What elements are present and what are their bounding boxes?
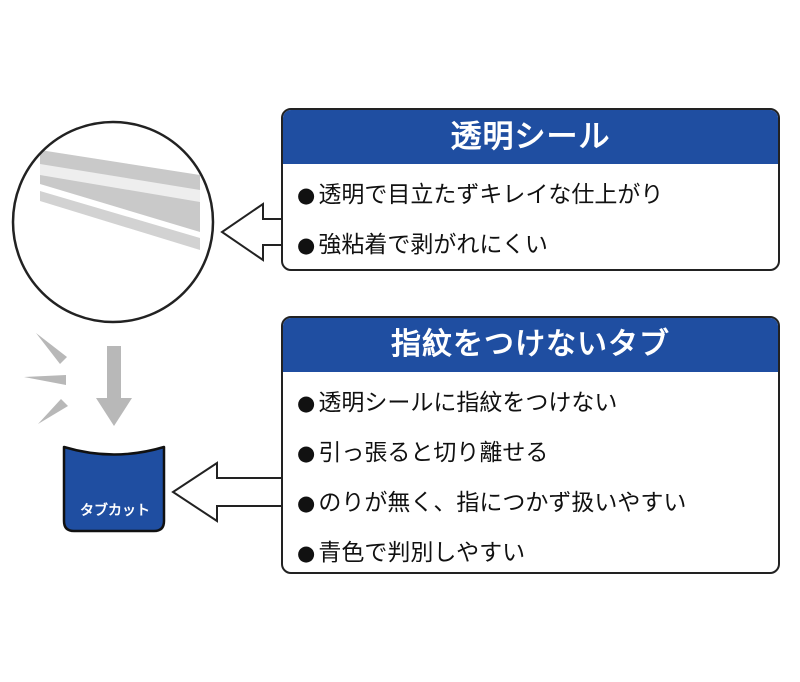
arrow-left-outline-icon-1 — [220, 202, 282, 262]
list-item-text: 透明で目立たずキレイな仕上がり — [318, 182, 664, 208]
panel-fingerprint-free-tab: 指紋をつけないタブ ●透明シールに指紋をつけない ●引っ張ると切り離せる ●のり… — [281, 316, 780, 574]
panel-title: 指紋をつけないタブ — [283, 318, 778, 372]
panel-title: 透明シール — [283, 110, 778, 164]
panel-transparent-sticker: 透明シール ●透明で目立たずキレイな仕上がり ●強粘着で剥がれにくい — [281, 108, 780, 271]
list-item-text: 透明シールに指紋をつけない — [318, 390, 618, 416]
bullet-icon: ● — [297, 441, 316, 465]
tab-cut-label: タブカット — [80, 503, 150, 519]
list-item: ●引っ張ると切り離せる — [297, 428, 778, 478]
list-item: ●のりが無く、指につかず扱いやすい — [297, 478, 778, 528]
bullet-icon: ● — [297, 233, 316, 257]
bullet-icon: ● — [297, 391, 316, 415]
motion-lines-icon — [24, 333, 68, 424]
magnifier-circle-icon — [11, 120, 215, 324]
list-item-text: 青色で判別しやすい — [318, 540, 526, 566]
list-item: ●強粘着で剥がれにくい — [297, 220, 778, 269]
list-item: ●透明シールに指紋をつけない — [297, 378, 778, 428]
arrow-left-outline-icon-2 — [171, 461, 282, 523]
bullet-icon: ● — [297, 491, 316, 515]
feature-list: ●透明で目立たずキレイな仕上がり ●強粘着で剥がれにくい — [283, 164, 778, 269]
tab-cut-shape — [62, 445, 166, 533]
list-item: ●青色で判別しやすい — [297, 528, 778, 572]
arrow-down-icon — [96, 346, 132, 426]
list-item: ●透明で目立たずキレイな仕上がり — [297, 170, 778, 220]
list-item-text: のりが無く、指につかず扱いやすい — [318, 490, 687, 516]
sticker-edge-band — [40, 191, 200, 250]
bullet-icon: ● — [297, 541, 316, 565]
bullet-icon: ● — [297, 183, 316, 207]
sticker-highlight — [40, 164, 200, 202]
list-item-text: 引っ張ると切り離せる — [318, 440, 549, 466]
feature-list: ●透明シールに指紋をつけない ●引っ張ると切り離せる ●のりが無く、指につかず扱… — [283, 372, 778, 572]
list-item-text: 強粘着で剥がれにくい — [318, 232, 548, 258]
